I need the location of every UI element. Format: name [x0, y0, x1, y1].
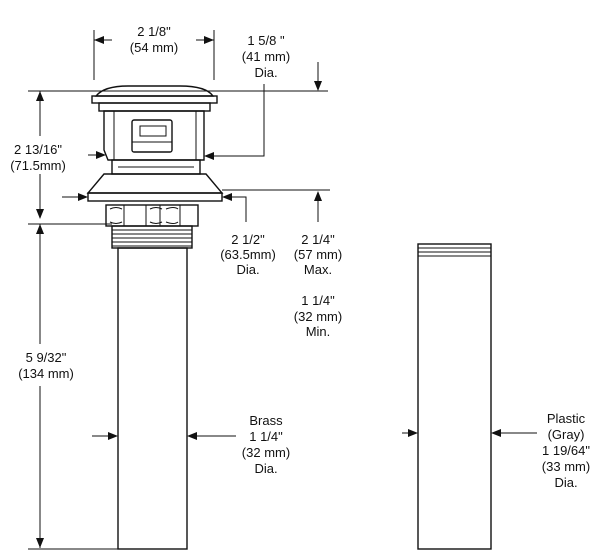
dim-plastic-dia	[402, 429, 537, 437]
cap-dia-line2: (41 mm)	[242, 49, 290, 64]
cap-collar	[98, 102, 211, 112]
max-thickness-line3: Max.	[304, 262, 332, 277]
min-thickness-line3: Min.	[306, 324, 331, 339]
dim-max-thickness	[222, 189, 330, 222]
plastic-tailpiece	[417, 243, 492, 550]
label-plastic-tailpiece: Plastic (Gray) 1 19/64" (33 mm) Dia.	[542, 411, 591, 490]
dim-top-width	[93, 30, 215, 80]
body-height-line1: 2 13/16"	[14, 142, 62, 157]
min-thickness-line1: 1 1/4"	[301, 293, 335, 308]
dim-tailpiece-length	[28, 223, 118, 550]
brass-line4: Dia.	[254, 461, 277, 476]
label-max-thickness: 2 1/4" (57 mm) Max.	[294, 232, 342, 277]
label-cap-dia: 1 5/8 " (41 mm) Dia.	[242, 33, 290, 80]
label-body-height: 2 13/16" (71.5mm)	[10, 142, 66, 173]
label-flange-dia: 2 1/2" (63.5mm) Dia.	[220, 232, 276, 277]
tailpiece-length-line2: (134 mm)	[18, 366, 74, 381]
label-min-thickness: 1 1/4" (32 mm) Min.	[294, 293, 342, 339]
label-brass-tailpiece: Brass 1 1/4" (32 mm) Dia.	[242, 413, 290, 476]
plastic-line3: 1 19/64"	[542, 443, 590, 458]
min-thickness-line2: (32 mm)	[294, 309, 342, 324]
pop-up-cap	[94, 85, 215, 97]
label-tailpiece-length: 5 9/32" (134 mm)	[18, 350, 74, 381]
brass-drain-assembly	[86, 85, 224, 550]
max-thickness-line2: (57 mm)	[294, 247, 342, 262]
flange-base	[87, 192, 223, 202]
threaded-section	[111, 225, 193, 249]
top-width-line1: 2 1/8"	[137, 24, 171, 39]
dim-brass-dia	[92, 432, 236, 440]
label-top-width: 2 1/8" (54 mm)	[130, 24, 178, 55]
max-thickness-line1: 2 1/4"	[301, 232, 335, 247]
brass-line2: 1 1/4"	[249, 429, 283, 444]
flange-dia-line3: Dia.	[236, 262, 259, 277]
top-width-line2: (54 mm)	[130, 40, 178, 55]
body-height-line2: (71.5mm)	[10, 158, 66, 173]
plastic-line5: Dia.	[554, 475, 577, 490]
dim-cap-dia	[204, 62, 322, 160]
plastic-line2: (Gray)	[548, 427, 585, 442]
cap-dia-line3: Dia.	[254, 65, 277, 80]
cap-dia-line1: 1 5/8 "	[247, 33, 285, 48]
brass-tailpiece	[117, 247, 188, 550]
brass-line3: (32 mm)	[242, 445, 290, 460]
plastic-line1: Plastic	[547, 411, 586, 426]
drain-flange	[86, 173, 224, 194]
dim-flange-dia	[62, 193, 247, 222]
stopper-window	[131, 119, 173, 153]
dim-body-height	[36, 91, 106, 219]
flange-dia-line1: 2 1/2"	[231, 232, 265, 247]
brass-line1: Brass	[249, 413, 283, 428]
plastic-line4: (33 mm)	[542, 459, 590, 474]
cap-rim	[91, 95, 218, 104]
flange-dia-line2: (63.5mm)	[220, 247, 276, 262]
tailpiece-length-line1: 5 9/32"	[26, 350, 67, 365]
